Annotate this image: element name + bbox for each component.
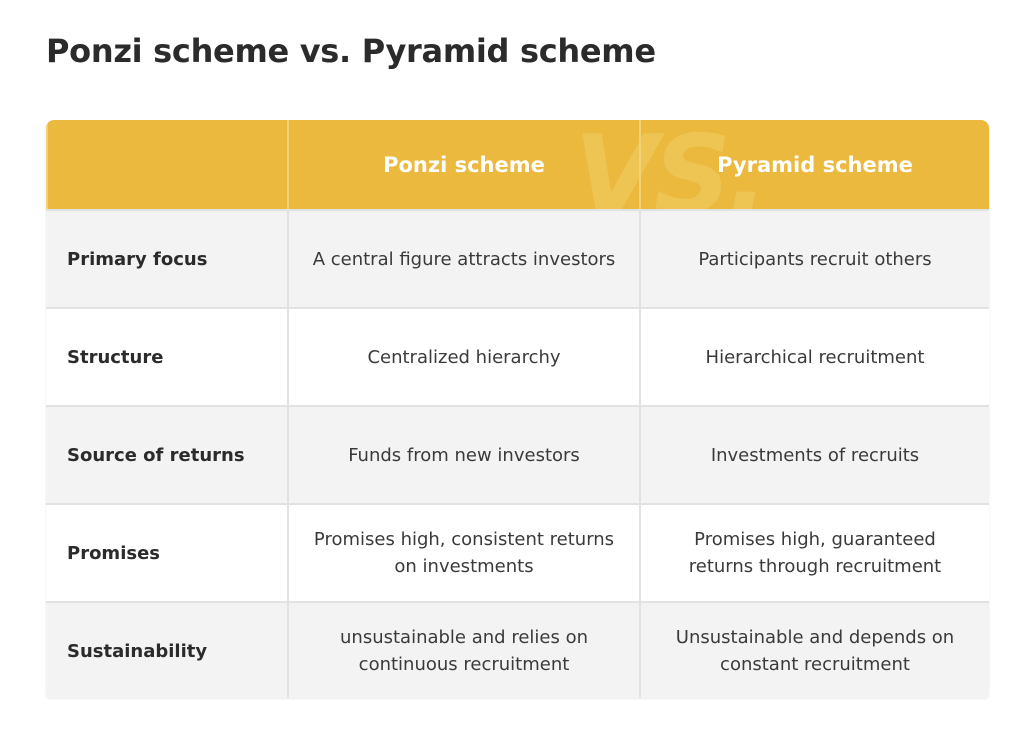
header-corner-cell — [46, 120, 287, 209]
pyramid-cell: Unsustainable and depends on constant re… — [639, 603, 989, 698]
row-label: Sustainability — [67, 640, 208, 662]
cell-line: Promises high, guaranteed — [694, 529, 936, 550]
header-ponzi-scheme: Ponzi scheme — [287, 120, 639, 209]
ponzi-cell: A central figure attracts investors — [287, 211, 639, 307]
cell-line: Funds from new investors — [348, 444, 580, 466]
table-row-structure: Structure Centralized hierarchy Hierarch… — [46, 307, 989, 405]
table-header-row: VS. Ponzi scheme Pyramid scheme — [46, 120, 989, 209]
cell-line: on investments — [394, 556, 534, 577]
cell-line: Participants recruit others — [698, 248, 932, 270]
comparison-table: VS. Ponzi scheme Pyramid scheme Primary … — [46, 120, 989, 698]
page-title: Ponzi scheme vs. Pyramid scheme — [46, 32, 656, 70]
header-pyramid-scheme: Pyramid scheme — [639, 120, 989, 209]
cell-line: A central figure attracts investors — [312, 248, 616, 270]
pyramid-cell: Promises high, guaranteed returns throug… — [639, 505, 989, 601]
pyramid-cell: Investments of recruits — [639, 407, 989, 503]
cell-line: Unsustainable and depends on — [675, 627, 955, 648]
row-label: Promises — [67, 542, 160, 564]
cell-line: unsustainable and relies on — [340, 627, 588, 648]
cell-line: Centralized hierarchy — [367, 346, 561, 368]
ponzi-cell: Promises high, consistent returns on inv… — [287, 505, 639, 601]
cell-line: Promises high, consistent returns — [313, 529, 615, 550]
ponzi-cell: unsustainable and relies on continuous r… — [287, 603, 639, 698]
table-row-source-of-returns: Source of returns Funds from new investo… — [46, 405, 989, 503]
cell-line: returns through recruitment — [688, 556, 942, 577]
cell-line: Investments of recruits — [710, 444, 920, 466]
row-label: Primary focus — [67, 248, 208, 270]
row-label: Source of returns — [67, 444, 245, 466]
table-row-promises: Promises Promises high, consistent retur… — [46, 503, 989, 601]
row-label: Structure — [67, 346, 164, 368]
table-row-sustainability: Sustainability unsustainable and relies … — [46, 601, 989, 698]
ponzi-cell: Centralized hierarchy — [287, 309, 639, 405]
ponzi-cell: Funds from new investors — [287, 407, 639, 503]
cell-line: continuous recruitment — [358, 654, 570, 675]
pyramid-cell: Participants recruit others — [639, 211, 989, 307]
cell-line: Hierarchical recruitment — [705, 346, 925, 368]
pyramid-cell: Hierarchical recruitment — [639, 309, 989, 405]
table-row-primary-focus: Primary focus A central figure attracts … — [46, 209, 989, 307]
cell-line: constant recruitment — [720, 654, 910, 675]
